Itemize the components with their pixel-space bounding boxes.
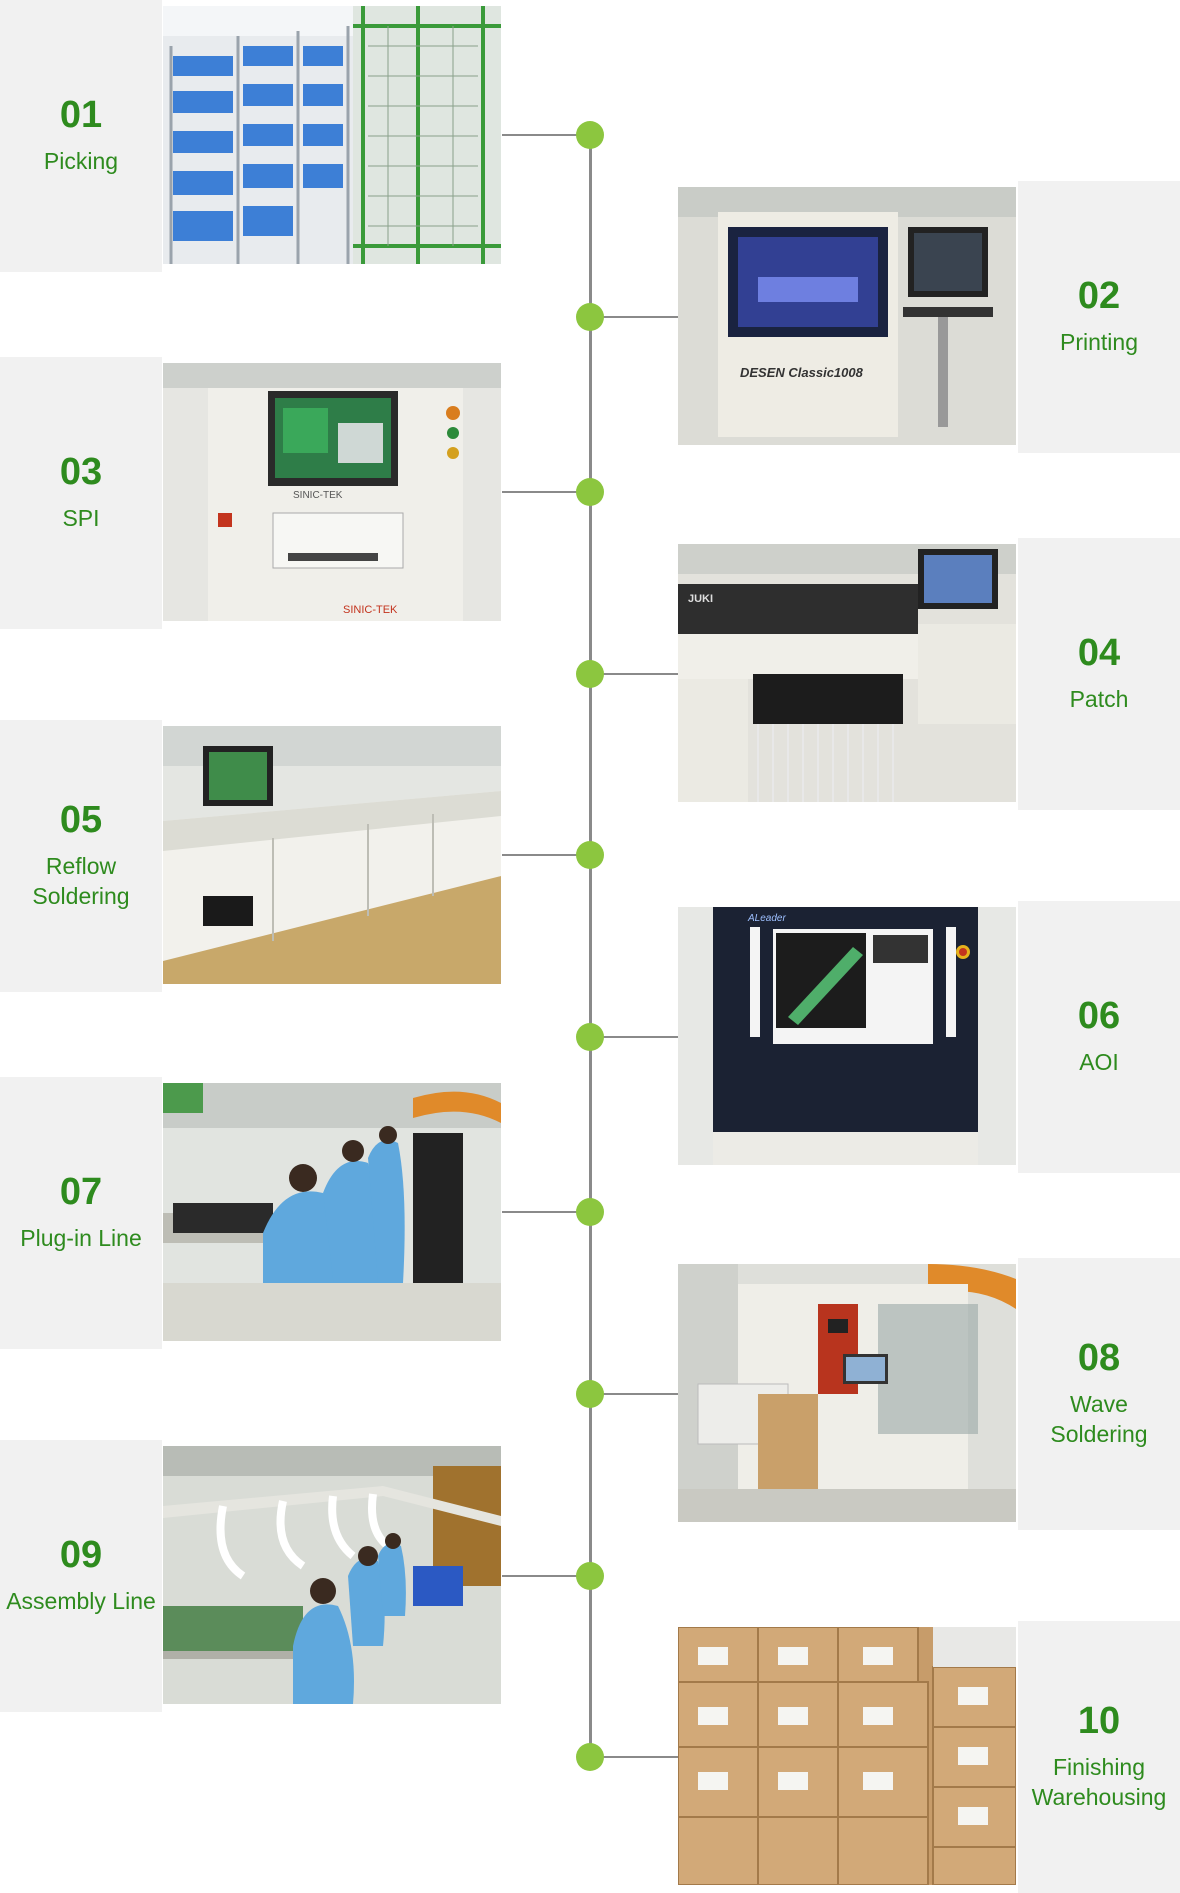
- step-number: 04: [1077, 632, 1121, 674]
- machine-brand-text: JUKI: [688, 593, 713, 605]
- timeline-dot-01: [576, 121, 604, 149]
- timeline-dot-05: [576, 841, 604, 869]
- photo-assembly: [163, 1446, 501, 1704]
- step-name: Patch: [1069, 686, 1129, 712]
- timeline-dot-09: [576, 1562, 604, 1590]
- connector-04: [590, 673, 678, 675]
- step-02-label: 02 Printing: [1018, 181, 1180, 453]
- photo-spi: SINIC-TEK SINIC-TEK: [163, 363, 501, 621]
- step-number: 06: [1077, 995, 1121, 1037]
- photo-plugin: [163, 1083, 501, 1341]
- photo-patch: JUKI: [678, 544, 1016, 802]
- step-name: AOI: [1079, 1049, 1119, 1075]
- step-08-label: 08 Wave Soldering: [1018, 1258, 1180, 1530]
- timeline-dot-06: [576, 1023, 604, 1051]
- connector-09: [502, 1575, 590, 1577]
- timeline-dot-07: [576, 1198, 604, 1226]
- machine-brand-text: DESEN Classic1008: [740, 365, 864, 380]
- timeline-dot-04: [576, 660, 604, 688]
- machine-brand-text: ALeader: [747, 913, 786, 924]
- photo-wave: [678, 1264, 1016, 1522]
- connector-05: [502, 854, 590, 856]
- svg-text:SINIC-TEK: SINIC-TEK: [343, 604, 398, 616]
- step-number: 02: [1077, 275, 1121, 317]
- connector-07: [502, 1211, 590, 1213]
- step-06-label: 06 AOI: [1018, 901, 1180, 1173]
- photo-aoi: ALeader: [678, 907, 1016, 1165]
- step-number: 03: [59, 451, 103, 493]
- step-name: Plug-in Line: [20, 1225, 142, 1251]
- photo-picking: [163, 6, 501, 264]
- step-04-label: 04 Patch: [1018, 538, 1180, 810]
- connector-03: [502, 491, 590, 493]
- timeline-dot-10: [576, 1743, 604, 1771]
- step-number: 08: [1077, 1337, 1121, 1379]
- step-03-label: 03 SPI: [0, 357, 162, 629]
- step-name: Assembly Line: [6, 1588, 156, 1614]
- timeline-dot-08: [576, 1380, 604, 1408]
- connector-02: [590, 316, 678, 318]
- step-09-label: 09 Assembly Line: [0, 1440, 162, 1712]
- step-number: 07: [59, 1171, 103, 1213]
- photo-reflow: [163, 726, 501, 984]
- machine-brand-text: SINIC-TEK: [293, 490, 343, 501]
- connector-01: [502, 134, 590, 136]
- step-05-label: 05 Reflow Soldering: [0, 720, 162, 992]
- step-number: 01: [59, 94, 103, 136]
- timeline-dot-02: [576, 303, 604, 331]
- step-number: 09: [59, 1534, 103, 1576]
- step-name: Printing: [1060, 329, 1138, 355]
- step-name: Finishing Warehousing: [1031, 1754, 1167, 1810]
- step-name: SPI: [62, 505, 100, 531]
- step-name: Wave Soldering: [1050, 1391, 1148, 1447]
- step-name: Picking: [43, 148, 119, 174]
- connector-10: [590, 1756, 678, 1758]
- step-number: 10: [1077, 1700, 1121, 1742]
- step-10-label: 10 Finishing Warehousing: [1018, 1621, 1180, 1893]
- connector-06: [590, 1036, 678, 1038]
- connector-08: [590, 1393, 678, 1395]
- photo-warehouse: [678, 1627, 1016, 1885]
- step-07-label: 07 Plug-in Line: [0, 1077, 162, 1349]
- step-name: Reflow Soldering: [32, 853, 130, 909]
- timeline-line: [589, 134, 592, 1756]
- timeline-dot-03: [576, 478, 604, 506]
- step-number: 05: [59, 799, 103, 841]
- step-01-label: 01 Picking: [0, 0, 162, 272]
- photo-printing: DESEN Classic1008: [678, 187, 1016, 445]
